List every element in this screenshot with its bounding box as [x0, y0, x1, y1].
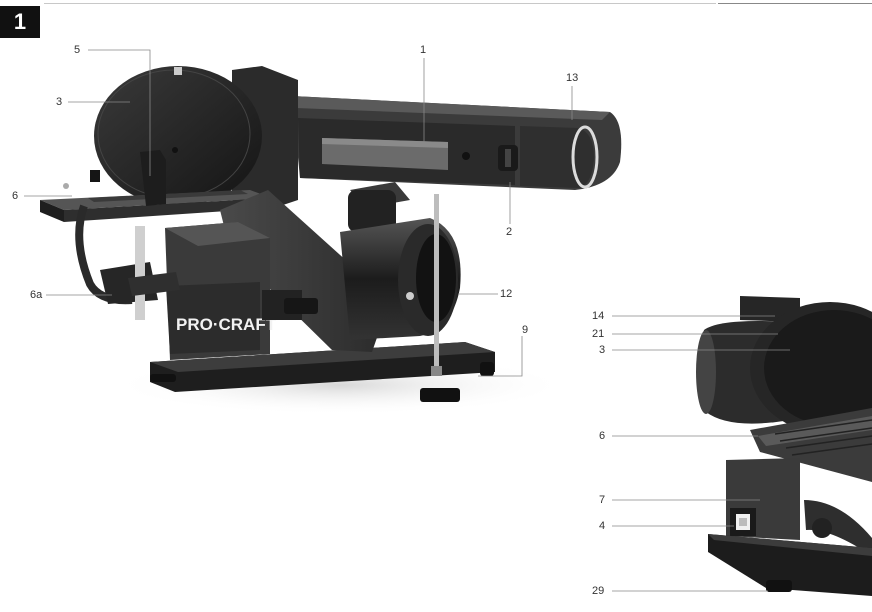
base-plate	[150, 342, 495, 402]
callout-detail-3: 3	[599, 344, 606, 356]
detail-view	[696, 296, 872, 596]
callout-detail-7: 29	[592, 585, 605, 597]
support-rod	[434, 194, 439, 374]
leader-lines	[24, 49, 790, 592]
callout-detail-2: 21	[592, 328, 605, 340]
callout-main-9: 9	[522, 324, 529, 336]
callout-main-6: 2	[506, 226, 513, 238]
callout-main-3: 13	[566, 72, 579, 84]
callout-main-5: 6	[12, 190, 19, 202]
callout-detail-1: 14	[592, 310, 605, 322]
disc-table	[40, 150, 272, 222]
callout-detail-6: 4	[599, 520, 606, 532]
callout-detail-5: 7	[599, 494, 606, 506]
callout-main-2: 1	[420, 44, 427, 56]
motor	[340, 182, 461, 340]
sanding-disc	[94, 66, 262, 206]
callout-main-4: 3	[56, 96, 63, 108]
callout-main-8: 12	[500, 288, 513, 300]
callout-main-7: 6a	[30, 289, 43, 301]
top-rule-left	[44, 3, 716, 4]
brand-logo: PRO·CRAFT	[176, 315, 277, 334]
callout-main-1: 5	[74, 44, 81, 56]
top-rule-right	[718, 3, 872, 4]
belt-arm	[271, 96, 622, 190]
callout-detail-4: 6	[599, 430, 606, 442]
figure-number-badge: 1	[0, 6, 40, 38]
base-housing: PRO·CRAFT	[165, 222, 318, 360]
